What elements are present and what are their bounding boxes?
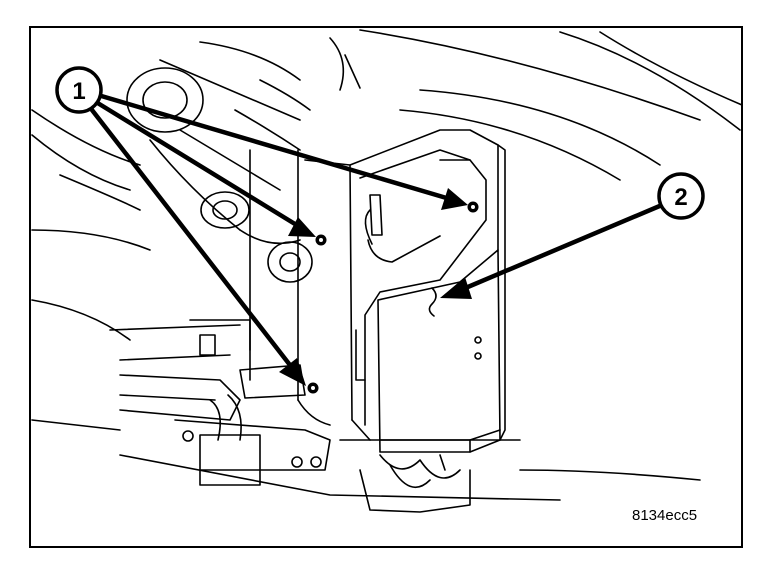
callout-1-arrowheads [279,188,468,386]
figure-code: 8134ecc5 [632,507,698,524]
callout-2-label: 2 [674,184,687,211]
callout-1-leaders [89,92,463,381]
fasteners [307,201,479,394]
callout-1-label: 1 [72,78,85,105]
callout-1: 1 [55,66,103,114]
callout-2: 2 [657,172,705,220]
line-art [31,29,743,513]
callout-2-leader [440,202,665,299]
